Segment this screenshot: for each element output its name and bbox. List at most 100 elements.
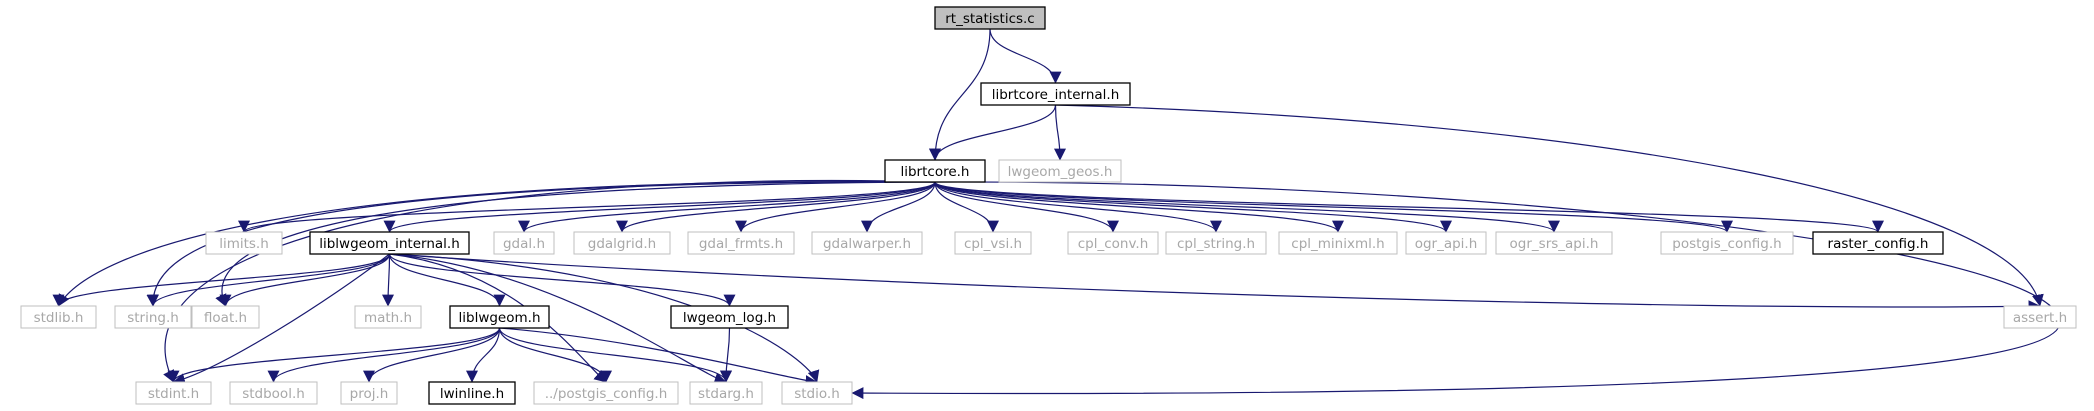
node-box — [114, 305, 192, 329]
node-stdlib: stdlib.h — [20, 305, 97, 329]
node-box — [980, 82, 1131, 106]
node-box — [533, 381, 679, 405]
node-librtcore-internal[interactable]: librtcore_internal.h — [980, 82, 1131, 106]
node-label: librtcore_internal.h — [992, 87, 1120, 103]
node-gdal: gdal.h — [493, 231, 555, 255]
node-box — [954, 231, 1032, 255]
edge-librtcore-to-cpl_conv — [934, 181, 1119, 233]
edge-librtcore-to-cpl_minixml — [934, 181, 1344, 233]
edge-liblwgeom_internal-to-liblwgeom — [388, 253, 506, 307]
node-box — [354, 305, 422, 329]
edge-rt_statistics-to-librtcore_internal — [989, 28, 1062, 84]
node-label: stdlib.h — [34, 310, 84, 326]
node-box — [135, 381, 212, 405]
node-stdio: stdio.h — [781, 381, 853, 405]
node-label: stdio.h — [794, 386, 840, 402]
edge-lwgeom_log-to-stdarg — [720, 327, 733, 383]
node-box — [811, 231, 923, 255]
node-box — [689, 381, 763, 405]
edge-librtcore_internal-to-lwgeom_geos — [1053, 104, 1066, 161]
edge-librtcore-to-cpl_string — [934, 181, 1222, 233]
node-label: postgis_config.h — [1672, 236, 1781, 252]
node-assert: assert.h — [2003, 305, 2077, 329]
node-raster-config[interactable]: raster_config.h — [1812, 231, 1944, 255]
node-label: raster_config.h — [1828, 236, 1929, 252]
edge-liblwgeom-to-stdio — [499, 327, 818, 388]
edge-librtcore-to-limits — [238, 181, 936, 233]
edge-liblwgeom_internal-to-assert — [389, 253, 2041, 313]
node-postgis-config: postgis_config.h — [1660, 231, 1794, 255]
edge-liblwgeom_internal-to-stdarg — [389, 253, 727, 385]
node-rt-statistics[interactable]: rt_statistics.c — [934, 6, 1046, 30]
edge-librtcore-to-gdal_frmts — [735, 181, 936, 233]
node-box — [340, 381, 398, 405]
node-box — [2003, 305, 2077, 329]
edge-librtcore-to-postgis_config — [934, 181, 1733, 233]
node-cpl-vsi: cpl_vsi.h — [954, 231, 1032, 255]
edge-rt_statistics-to-librtcore — [929, 28, 991, 161]
node-box — [687, 231, 795, 255]
node-box — [428, 381, 516, 405]
edge-librtcore-to-liblwgeom_internal — [383, 181, 936, 233]
node-label: gdalwarper.h — [823, 236, 911, 252]
node-stdint: stdint.h — [135, 381, 212, 405]
edge-liblwgeom_internal-to-lwgeom_log — [388, 253, 736, 307]
node-box — [781, 381, 853, 405]
node-string: string.h — [114, 305, 192, 329]
node-label: stdbool.h — [242, 386, 305, 402]
node-label: gdal_frmts.h — [699, 236, 783, 252]
edge-liblwgeom-to-lwinline — [466, 327, 501, 383]
node-label: math.h — [364, 310, 412, 326]
node-label: gdal.h — [503, 236, 545, 252]
node-label: string.h — [127, 310, 179, 326]
node-box — [934, 6, 1046, 30]
node-label: stdint.h — [148, 386, 199, 402]
node-gdalwarper: gdalwarper.h — [811, 231, 923, 255]
node-label: cpl_string.h — [1177, 236, 1255, 252]
node-label: limits.h — [219, 236, 269, 252]
node-box — [449, 305, 550, 329]
edge-librtcore-to-gdalwarper — [861, 181, 936, 233]
edge-librtcore-to-stdint — [163, 179, 936, 383]
node-liblwgeom-internal[interactable]: liblwgeom_internal.h — [309, 231, 470, 255]
node-label: rt_statistics.c — [945, 11, 1034, 27]
node-label: ogr_srs_api.h — [1510, 236, 1599, 252]
edge-librtcore-to-gdal — [518, 181, 936, 233]
node-math: math.h — [354, 305, 422, 329]
node-box — [1067, 231, 1159, 255]
edge-liblwgeom_internal-to-stdint — [172, 253, 390, 385]
node-cpl-string: cpl_string.h — [1165, 231, 1267, 255]
edge-liblwgeom-to-proj — [363, 327, 501, 383]
edge-librtcore_internal-to-librtcore — [929, 104, 1057, 161]
node-label: liblwgeom_internal.h — [319, 236, 460, 252]
node-lwgeom-geos: lwgeom_geos.h — [998, 159, 1122, 183]
node-librtcore[interactable]: librtcore.h — [884, 159, 986, 183]
edge-liblwgeom-to-stdint — [167, 327, 501, 383]
node-label: assert.h — [2013, 310, 2067, 326]
node-box — [1660, 231, 1794, 255]
edge-librtcore-to-stdlib — [57, 180, 936, 307]
node-ogr-api: ogr_api.h — [1405, 231, 1487, 255]
node-lwinline[interactable]: lwinline.h — [428, 381, 516, 405]
node-dotdot-postgis-config: ../postgis_config.h — [533, 381, 679, 405]
node-box — [309, 231, 470, 255]
node-box — [1812, 231, 1944, 255]
node-label: ../postgis_config.h — [545, 386, 668, 402]
edge-liblwgeom-to-stdbool — [267, 327, 501, 383]
node-label: float.h — [204, 310, 247, 326]
edge-librtcore-to-string — [146, 181, 936, 307]
node-box — [998, 159, 1122, 183]
node-proj: proj.h — [340, 381, 398, 405]
node-lwgeom-log[interactable]: lwgeom_log.h — [670, 305, 789, 329]
node-label: lwgeom_log.h — [683, 310, 776, 326]
node-cpl-minixml: cpl_minixml.h — [1278, 231, 1398, 255]
node-box — [1278, 231, 1398, 255]
edge-liblwgeom_internal-to-stdlib — [52, 253, 391, 307]
node-gdalgrid: gdalgrid.h — [573, 231, 671, 255]
node-box — [191, 305, 260, 329]
node-label: lwgeom_geos.h — [1008, 164, 1113, 180]
node-stdarg: stdarg.h — [689, 381, 763, 405]
node-liblwgeom[interactable]: liblwgeom.h — [449, 305, 550, 329]
node-box — [573, 231, 671, 255]
